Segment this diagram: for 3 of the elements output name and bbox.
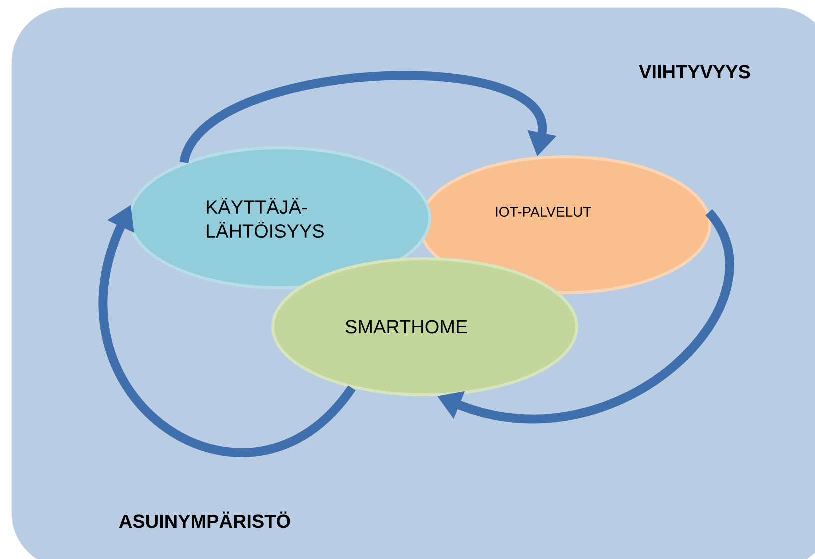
corner-label: ASUINYMPÄRISTÖ: [119, 512, 290, 528]
curved-arrow: [180, 71, 557, 164]
corner-label: VIIHTYVYYS: [639, 65, 750, 79]
